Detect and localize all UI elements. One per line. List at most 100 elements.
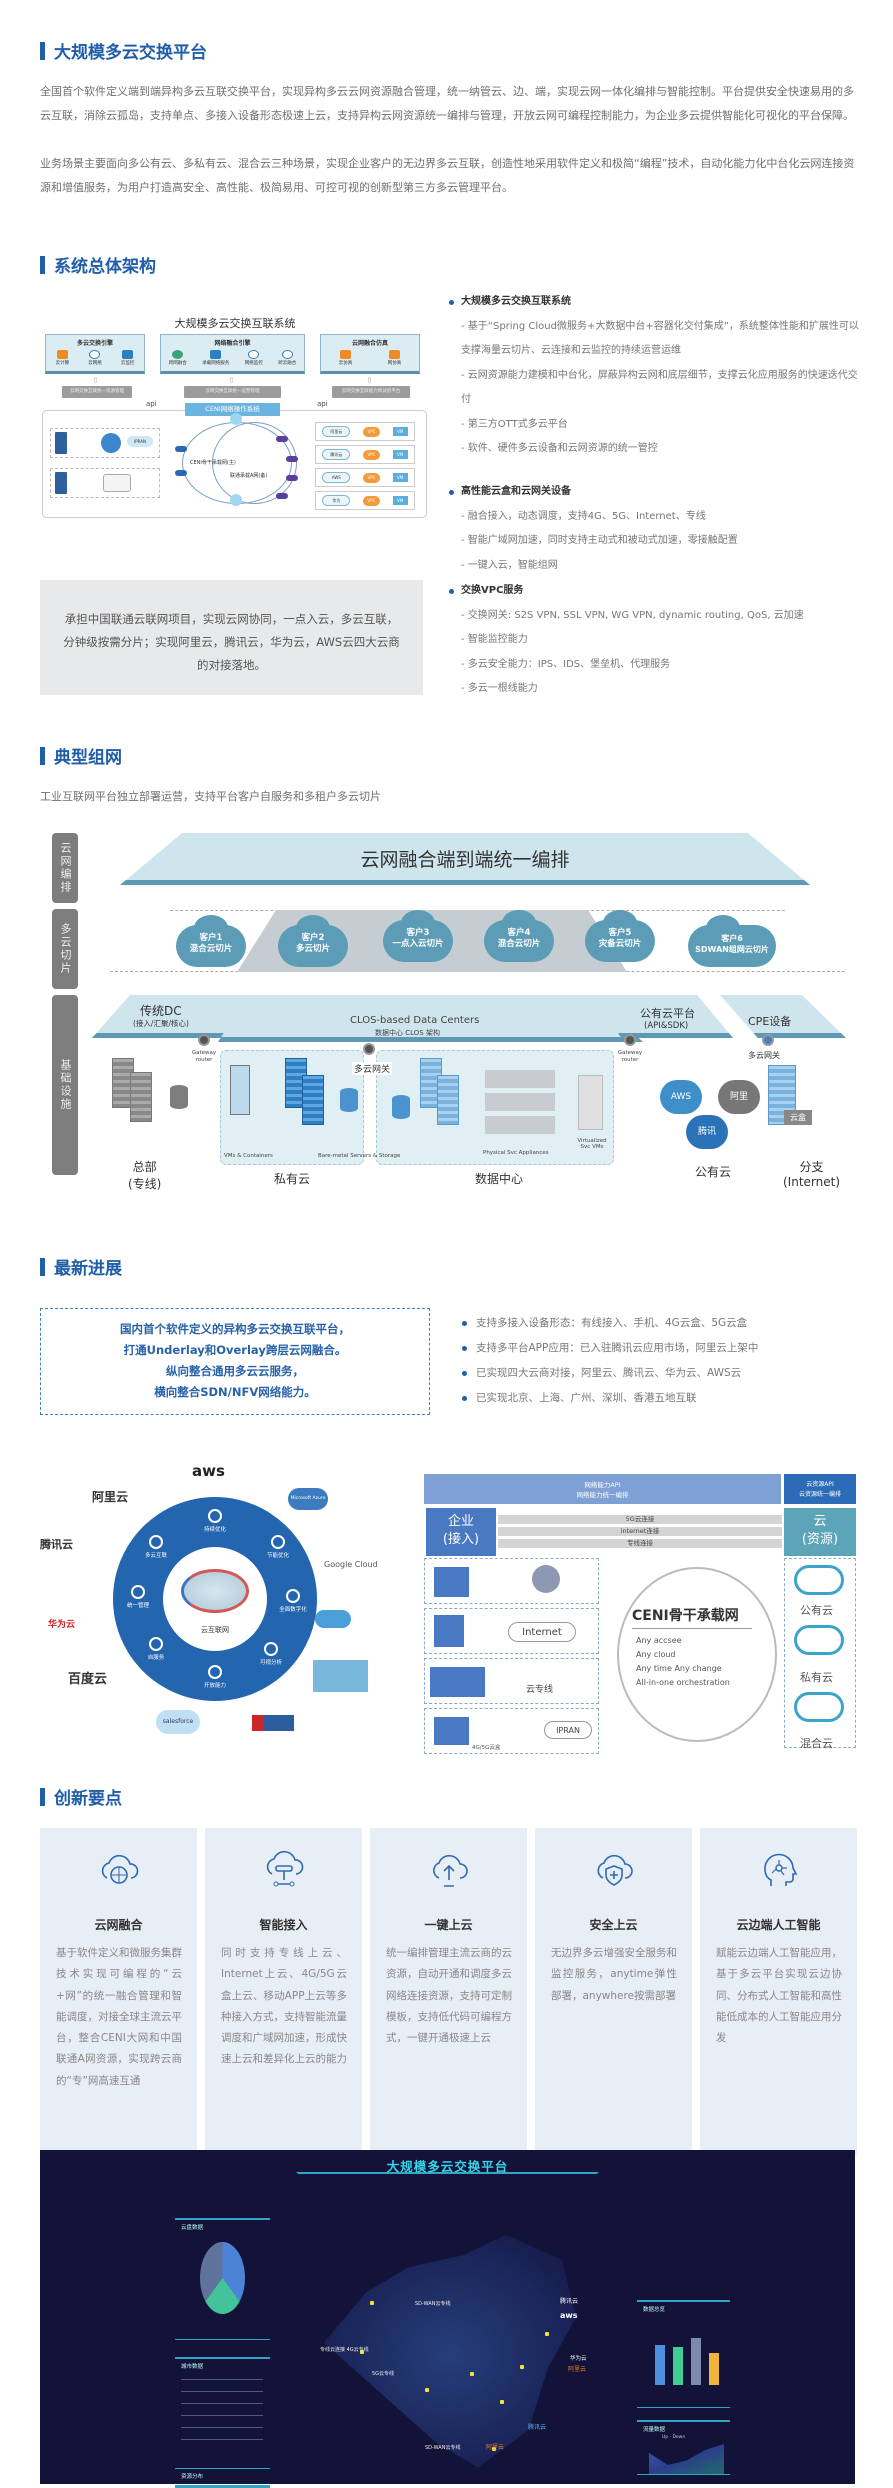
card-title: 云网融合: [94, 1918, 143, 1932]
bullet-heading: 高性能云盒和云网关设备: [445, 480, 865, 505]
cloud-monitor-icon: 云监控: [120, 350, 135, 366]
cloud-compute-icon: 云计算: [56, 350, 69, 366]
cross-cloud-icon: 跨云融合: [278, 350, 296, 366]
ring-item: 持续优化: [195, 1509, 235, 1533]
ceni-ring: [617, 1567, 777, 1742]
innovation-card: 一键上云 统一编排管理主流云商的云资源，自动开通和调度多云网络连接资源，支持可定…: [370, 1828, 527, 2155]
bottom-label-branch: 分支(Internet): [783, 1158, 840, 1189]
bullet-item: - 融合接入，动态调度，支持4G、5G、Internet、专线: [461, 510, 706, 522]
pie-chart: [200, 2242, 245, 2314]
card-title: 一键上云: [424, 1918, 473, 1932]
cloud-stethoscope-icon: [315, 1610, 351, 1628]
dashboard-header-frame: [270, 2150, 625, 2174]
server-icon: [55, 432, 67, 454]
panel-title: 城市数据: [181, 2364, 204, 2370]
vendor-huawei: 华为云: [48, 1620, 76, 1630]
slice-name: 客户4: [507, 928, 531, 938]
bullet-item: - 智能广域网加速，同时支持主动式和被动式加速，零接触配置: [461, 535, 738, 546]
vendor-google: Google Cloud: [324, 1560, 378, 1569]
title-accent-bar: [40, 41, 45, 60]
title-text: 最新进展: [54, 1259, 122, 1279]
backbone-ring-backup: [212, 422, 297, 504]
access-box-wired: [50, 468, 160, 498]
cloud-type-private: 私有云: [800, 1671, 833, 1684]
switch-icon: [230, 494, 242, 506]
bullet-heading: 交换VPC服务: [445, 579, 865, 604]
card-title: 智能接入: [259, 1918, 308, 1932]
title-accent-bar: [40, 746, 45, 765]
server-rack-icon: [130, 1072, 152, 1122]
slice-name: 客户3: [406, 928, 430, 938]
server-rack-icon: [112, 1058, 134, 1108]
item-label: 云网络: [88, 361, 102, 366]
item-label: 云仿真: [338, 361, 353, 366]
ring-item-label: 可视分析: [259, 1660, 282, 1666]
traditional-dc-label: 传统DC: [140, 1004, 182, 1018]
ring-backup-label: 联通承载A网(备): [230, 473, 268, 479]
panel-title: 流量数据: [643, 2427, 666, 2433]
cross-network-icon: 跨网融合: [169, 350, 187, 366]
ring-item: 节能优化: [258, 1535, 298, 1559]
label: 总部: [132, 1160, 157, 1174]
bottom-label-hq: 总部(专线): [128, 1158, 161, 1192]
link-internet: internet连接: [498, 1527, 782, 1536]
item-label: 云监控: [120, 361, 135, 366]
bullet-item: - 第三方OTT式多云平台: [461, 418, 568, 430]
tencent-cloud: 腾讯: [686, 1115, 728, 1149]
dashboard-title: 大规模多云交换平台: [386, 2159, 509, 2174]
highlight-box: 国内首个软件定义的异构多云交换互联平台， 打通Underlay和Overlay跨…: [40, 1308, 430, 1415]
area-chart: [649, 2444, 724, 2474]
map-node: [545, 2332, 549, 2336]
building-icon: [430, 1667, 485, 1697]
cloud-upload-icon: [432, 1854, 468, 1887]
public-platform-label: 公有云平台: [640, 1007, 695, 1020]
private-line-label: 云专线: [526, 1685, 554, 1695]
public-cloud-icon: [794, 1565, 844, 1595]
gateway-router-icon: [198, 1034, 210, 1046]
router-icon: 承载网络服务: [202, 350, 229, 366]
highlight-line: 国内首个软件定义的异构多云交换互联平台，: [120, 1322, 350, 1336]
card-desc: 无边界多云增强安全服务和监控服务，anytime弹性部署，anywhere按需部…: [551, 1947, 677, 2002]
panel-title: 云盘数据: [181, 2225, 204, 2231]
progress-bullet: 已实现四大云商对接，阿里云、腾讯云、华为云、AWS云: [460, 1365, 741, 1380]
router-icon: [286, 456, 298, 462]
vm-badge: VM: [392, 427, 408, 436]
topology-subtitle: 工业互联网平台独立部署运营，支持平台客户自服务和多租户多云切片: [40, 790, 381, 803]
slice-name: 客户1: [199, 933, 223, 943]
map-node: [425, 2388, 429, 2392]
legend-up: Up: [662, 2435, 669, 2440]
router-icon: [175, 446, 187, 452]
slice-desc: 一点入云切片: [392, 939, 444, 949]
map-vendor: 腾讯云: [528, 2424, 547, 2431]
slice-desc: 混合云切片: [497, 939, 541, 949]
access-row-internet: [424, 1608, 599, 1654]
label: 网络能力统一编排: [576, 1491, 629, 1499]
ring-item-label: 节能优化: [266, 1553, 289, 1559]
slice-desc: SDWAN组网云切片: [695, 945, 769, 954]
panel-city-data: 城市数据: [175, 2357, 270, 2469]
ai-head-icon: [763, 1853, 797, 1886]
progress-bullet: 支持多平台APP应用：已入驻腾讯云应用市场，阿里云上架中: [460, 1340, 758, 1355]
item-label: 承载网络服务: [202, 361, 230, 366]
traditional-dc-sub: (接入/汇聚/核心): [133, 1019, 189, 1028]
title-text: 系统总体架构: [54, 257, 156, 277]
cloud-access-icon: [266, 1850, 303, 1887]
ipran-cloud: IPRAN: [127, 436, 153, 447]
tab-slicing: 多云切片: [52, 909, 78, 989]
innovation-card: 云边端人工智能 赋能云边端人工智能应用，基于多云平台实现云边协同、分布式人工智能…: [700, 1828, 857, 2155]
appliance-icon: [485, 1093, 555, 1111]
ceni-core-label: CENI骨干承载网: [632, 1608, 739, 1624]
bullet-item: - 多云安全能力：IPS、IDS、堡垒机、代理服务: [461, 658, 671, 670]
ring-item-label: 持续优化: [203, 1527, 226, 1533]
legend: Up · Down: [662, 2435, 686, 2440]
slice-desc: 多云切片: [295, 944, 330, 954]
label: 网络能力API: [584, 1481, 621, 1489]
switch-icon: [230, 413, 242, 425]
ring-main-label: CENI骨干承载网(主): [190, 460, 236, 466]
server-rack-icon: [420, 1058, 442, 1108]
cloud-label: 华为: [322, 495, 351, 506]
section-title-architecture: 系统总体架构: [40, 252, 156, 277]
